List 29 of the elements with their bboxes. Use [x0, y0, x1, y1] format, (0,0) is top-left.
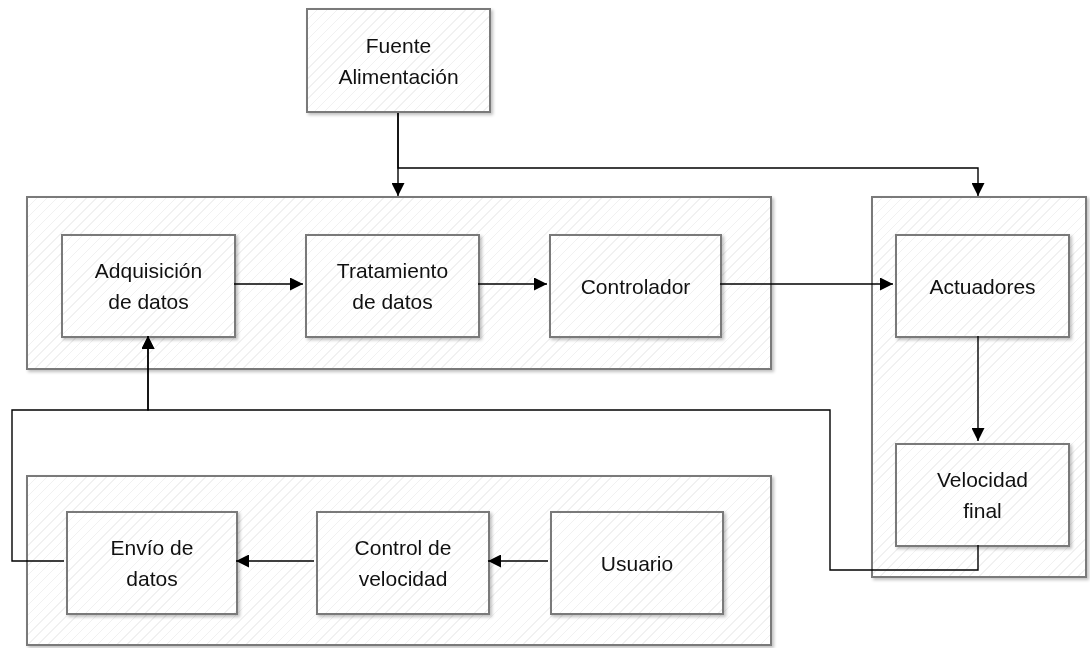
arrow: [487, 554, 549, 568]
process-box: [895, 234, 1070, 338]
box-label: Velocidad final: [935, 467, 1030, 524]
process-box: [549, 234, 722, 338]
box-label: Fuente Alimentación: [337, 32, 460, 90]
arrow: [235, 554, 315, 568]
box-label: Controlador: [579, 273, 692, 300]
process-box: [306, 8, 491, 113]
arrow: [11, 335, 155, 562]
box-label: Envío de datos: [109, 535, 195, 592]
group-panel: [26, 196, 772, 370]
arrow: [719, 277, 894, 291]
box-label: Tratamiento de datos: [335, 258, 450, 315]
box-label: Adquisición de datos: [93, 258, 204, 315]
arrow: [477, 277, 548, 291]
group-panel: [871, 196, 1087, 578]
process-box: [550, 511, 724, 615]
arrow: [397, 112, 985, 197]
arrow: [971, 335, 985, 442]
process-box: [895, 443, 1070, 547]
process-box: [305, 234, 480, 338]
box-label: Usuario: [599, 550, 675, 577]
box-label: Actuadores: [928, 273, 1037, 300]
arrow: [233, 277, 304, 291]
process-box: [316, 511, 490, 615]
group-panel: [26, 475, 772, 646]
process-box: [66, 511, 238, 615]
box-label: Control de velocidad: [353, 535, 453, 592]
process-box: [61, 234, 236, 338]
